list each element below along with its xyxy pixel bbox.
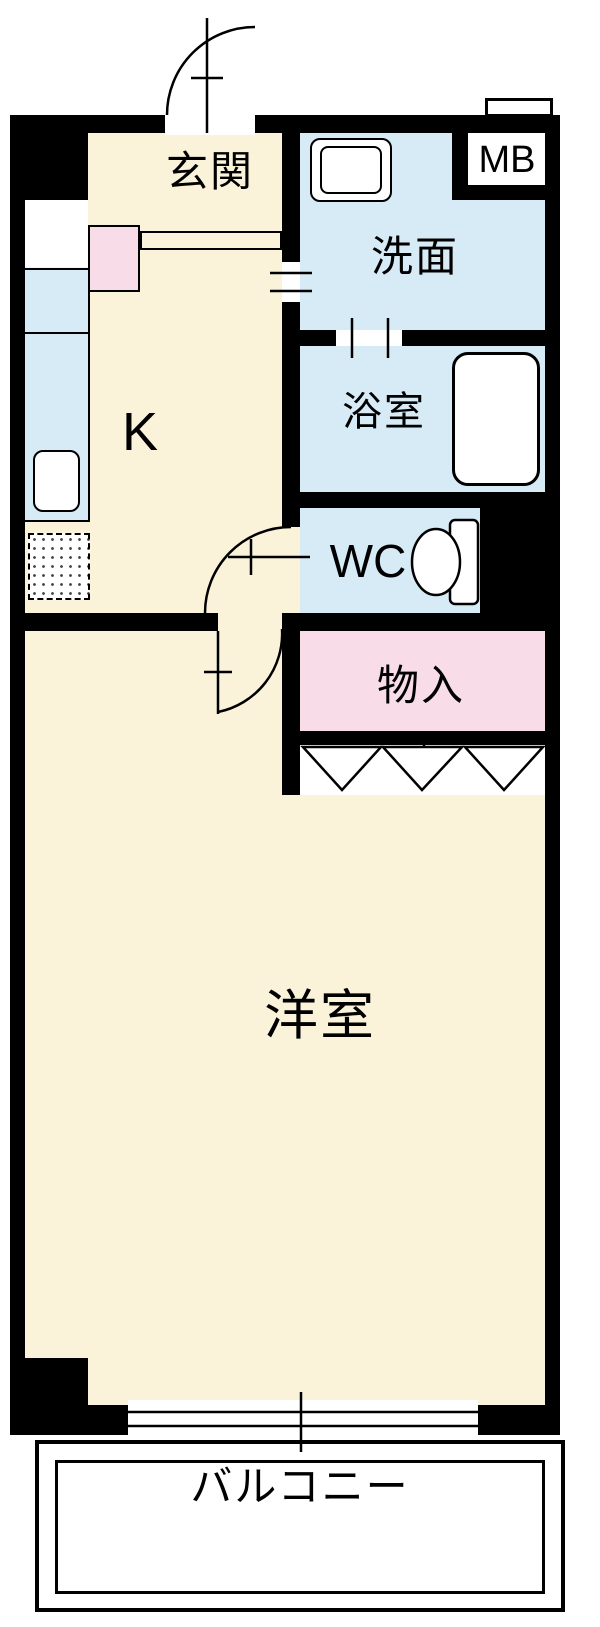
kitchen-room-door-opening [218, 613, 282, 631]
balcony-label: バルコニー [178, 1466, 422, 1508]
storage-label: 物入 [376, 662, 466, 709]
western-room-label: 洋室 [264, 986, 376, 1046]
meter-box-vent-icon [485, 98, 553, 117]
wc-door-opening [282, 527, 300, 613]
kitchen-label: K [121, 402, 159, 462]
wall-step-bottom-left [25, 1358, 88, 1435]
window-opening [128, 1400, 478, 1438]
bathroom-door-opening [336, 330, 402, 346]
washroom-label: 洗面 [370, 233, 460, 280]
meter-box [468, 133, 545, 185]
bathroom-label: 浴室 [342, 390, 426, 434]
wall-alcove [25, 200, 88, 267]
storage-front-wall [300, 731, 545, 745]
genkan-label: 玄関 [165, 148, 255, 195]
entrance-door-arc-icon [165, 25, 256, 116]
genkan-step [140, 231, 282, 250]
closet-door-strip [300, 745, 545, 795]
entrance-opening [165, 113, 255, 135]
tiled-corner [28, 533, 90, 600]
storage-floor [300, 631, 545, 731]
washroom-door-opening [282, 262, 300, 302]
storage-left-wall [282, 631, 300, 795]
washing-machine-icon [320, 146, 382, 194]
balcony-railing [55, 1460, 545, 1594]
bathtub-icon [452, 352, 540, 486]
counter-divider [25, 332, 88, 334]
meter-box-label: MB [478, 139, 536, 181]
wc-label: WC [329, 535, 407, 587]
kitchen-sink-icon [33, 450, 80, 512]
refrigerator-space [88, 225, 140, 292]
